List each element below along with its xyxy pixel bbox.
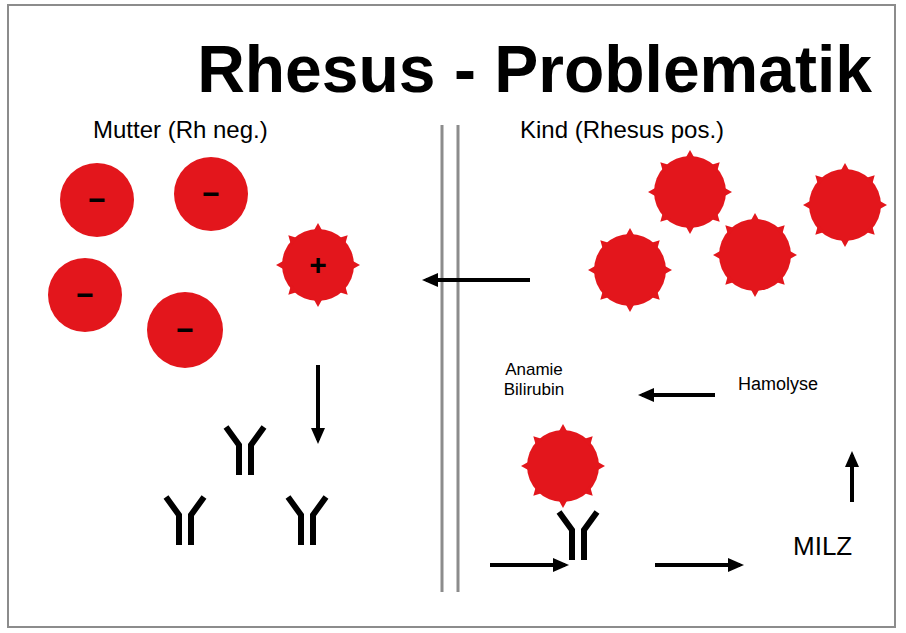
rh-positive-cell <box>713 213 797 297</box>
rh-positive-cell <box>588 228 672 312</box>
side-heading: Mutter (Rh neg.) <box>93 116 268 144</box>
rh-positive-cell: + <box>274 221 362 309</box>
antibody <box>288 497 326 545</box>
arrow <box>850 455 854 502</box>
cell-shape <box>48 258 122 332</box>
placenta-line <box>457 125 460 592</box>
frame <box>8 5 895 627</box>
cell-shape <box>174 157 248 231</box>
antigen-sign: − <box>48 258 122 332</box>
rh-positive-cell <box>648 150 732 234</box>
side-heading: Kind (Rhesus pos.) <box>520 116 724 144</box>
antibody <box>166 497 204 545</box>
antibody <box>226 427 264 475</box>
bound-cell <box>521 424 605 508</box>
process-label: Anamie Bilirubin <box>488 360 580 399</box>
process-label: MILZ <box>793 532 852 562</box>
rh-positive-cell <box>803 163 887 247</box>
rh-negative-cell: − <box>60 163 134 237</box>
arrow <box>490 563 565 567</box>
arrow <box>642 393 715 397</box>
cell-shape <box>147 292 223 368</box>
process-label: Hamolyse <box>738 374 818 395</box>
rh-negative-cell: − <box>174 157 248 231</box>
rh-negative-cell: − <box>147 292 223 368</box>
antigen-sign: + <box>274 221 362 309</box>
title: Rhesus - Problematik <box>100 32 872 108</box>
arrow <box>316 365 320 440</box>
antigen-sign: − <box>147 292 223 368</box>
antigen-sign: − <box>60 163 134 237</box>
arrow <box>426 278 530 282</box>
antibody <box>559 512 597 560</box>
cell-shape <box>60 163 134 237</box>
placenta-line <box>441 125 444 592</box>
antigen-sign: − <box>174 157 248 231</box>
arrow <box>655 563 740 567</box>
rh-negative-cell: − <box>48 258 122 332</box>
